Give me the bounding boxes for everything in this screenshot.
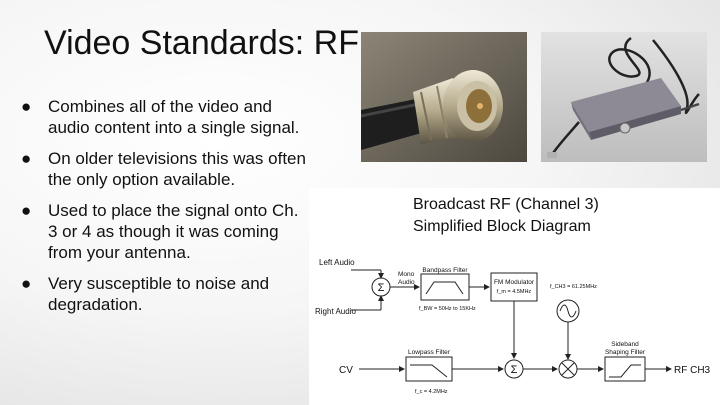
- mixer-x-icon: [561, 362, 575, 376]
- diagram-title-line1: Broadcast RF (Channel 3): [413, 196, 599, 213]
- bullet-item: ● Combines all of the video and audio con…: [20, 96, 310, 138]
- left-audio-label: Left Audio: [319, 258, 355, 267]
- fm-modulator-block: [490, 272, 538, 302]
- sideband-filter-label: Sideband: [611, 341, 639, 348]
- bullet-text: Very susceptible to noise and degradatio…: [48, 274, 270, 314]
- lowpass-response-icon: [410, 364, 448, 378]
- sine-wave-icon: [559, 304, 577, 318]
- bullet-item: ● Very susceptible to noise and degradati…: [20, 273, 310, 315]
- rf-connector-photo: [361, 32, 527, 162]
- audio-sum-symbol: Σ: [378, 282, 385, 294]
- bullet-item: ● On older televisions this was often the…: [20, 148, 310, 190]
- fm-freq-label: f_m = 4.5MHz: [497, 289, 532, 295]
- mono-audio-label: Audio: [398, 279, 415, 286]
- bullet-dot-icon: ●: [21, 274, 32, 293]
- bullet-dot-icon: ●: [21, 97, 32, 116]
- bullet-item: ● Used to place the signal onto Ch. 3 or …: [20, 200, 310, 263]
- sideband-filter-label: Shaping Filter: [605, 349, 646, 356]
- rf-connector-closeup-icon: [361, 32, 527, 162]
- lowpass-filter-block: [405, 356, 453, 382]
- bullet-text: On older televisions this was often the …: [48, 149, 306, 189]
- sideband-response-icon: [609, 364, 641, 378]
- lowpass-freq-label: f_c = 4.2MHz: [415, 389, 448, 395]
- rf-modulator-photo: [541, 32, 707, 162]
- mono-audio-label: Mono: [398, 271, 415, 278]
- bandpass-range-label: f_BW = 50Hz to 15KHz: [419, 306, 476, 312]
- cv-label: CV: [339, 365, 353, 376]
- diagram-title-line2: Simplified Block Diagram: [413, 218, 591, 235]
- right-audio-label: Right Audio: [315, 307, 356, 316]
- diagram-title: Broadcast RF (Channel 3) Simplified Bloc…: [413, 194, 599, 238]
- bandpass-filter-label: Bandpass Filter: [422, 267, 468, 274]
- output-label: RF CH3: [674, 365, 711, 376]
- bullet-list: ● Combines all of the video and audio con…: [20, 96, 310, 325]
- fm-modulator-label: FM Modulator: [494, 279, 535, 286]
- block-diagram-panel: Broadcast RF (Channel 3) Simplified Bloc…: [309, 188, 720, 405]
- bullet-text: Combines all of the video and audio cont…: [48, 97, 300, 137]
- carrier-freq-label: f_CH3 = 61.25MHz: [550, 284, 597, 290]
- bandpass-response-icon: [425, 281, 464, 295]
- bandpass-filter-block: [420, 273, 470, 301]
- lowpass-filter-label: Lowpass Filter: [408, 349, 451, 356]
- bullet-dot-icon: ●: [21, 149, 32, 168]
- slide-title: Video Standards: RF: [44, 24, 359, 62]
- bullet-text: Used to place the signal onto Ch. 3 or 4…: [48, 201, 299, 262]
- block-diagram: Left Audio Right Audio Σ Mono Audio Band…: [315, 258, 711, 395]
- video-sum-symbol: Σ: [511, 364, 518, 376]
- rf-modulator-box-icon: [541, 32, 707, 162]
- bullet-dot-icon: ●: [21, 201, 32, 220]
